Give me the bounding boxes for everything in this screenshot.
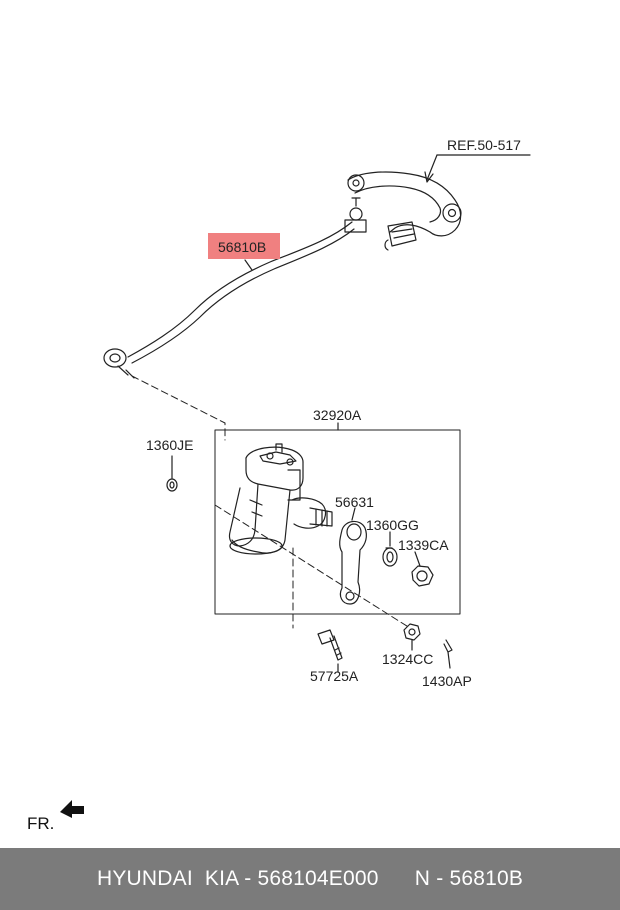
front-label: FR. xyxy=(27,814,54,833)
cotter-pin xyxy=(443,639,453,669)
label-lock-washer: 1360GG xyxy=(366,517,419,533)
label-ref: REF.50-517 xyxy=(447,137,521,153)
part-number-footer: HYUNDAI KIA - 568104E000 N - 56810B xyxy=(0,848,620,910)
label-gear-box: 32920A xyxy=(313,407,362,423)
label-cotter-pin: 1430AP xyxy=(422,673,472,689)
pitman-leader xyxy=(351,507,356,521)
bolt xyxy=(317,629,343,673)
small-washer xyxy=(166,455,178,492)
pitman-arm xyxy=(339,520,367,605)
assembly-box xyxy=(214,429,461,615)
label-pitman-arm: 56631 xyxy=(335,494,374,510)
label-tie-rod: 56810B xyxy=(218,239,266,255)
parts-diagram: REF.50-517 56810B 32920A 1360JE 56631 13… xyxy=(27,137,531,833)
ref-leader xyxy=(426,154,438,181)
ref-arrow xyxy=(424,171,434,183)
knuckle-arm xyxy=(347,171,462,251)
steering-gear-box xyxy=(228,443,333,555)
label-bolt: 57725A xyxy=(310,668,359,684)
label-small-nut: 1324CC xyxy=(382,651,433,667)
tie-rod xyxy=(103,197,367,379)
label-washer-left: 1360JE xyxy=(146,437,193,453)
front-arrow-icon xyxy=(60,800,84,818)
small-nut xyxy=(403,623,421,651)
large-nut xyxy=(411,565,434,587)
lock-washer xyxy=(382,547,398,567)
nut-leader xyxy=(414,551,421,567)
highlight-box xyxy=(208,233,280,259)
label-large-nut: 1339CA xyxy=(398,537,449,553)
tie-rod-leader xyxy=(244,259,253,271)
leader-lines xyxy=(131,375,411,629)
